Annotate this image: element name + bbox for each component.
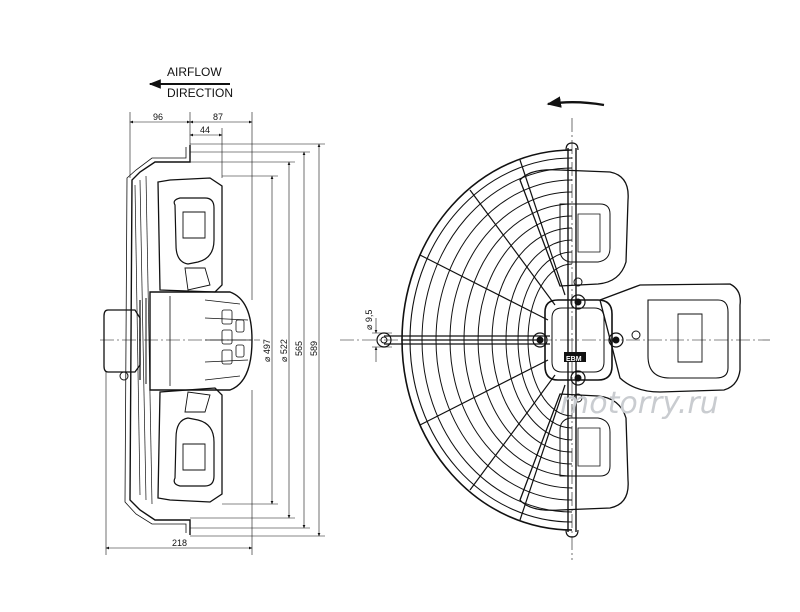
ebm-logo: EBM xyxy=(566,356,582,363)
dim-522: ⌀ 522 xyxy=(279,339,289,362)
rotation-arrow xyxy=(546,96,605,108)
watermark: motorry.ru xyxy=(560,386,719,421)
front-view xyxy=(340,96,770,560)
labels: AIRFLOW DIRECTION 96 87 44 218 ⌀ 497 ⌀ 5… xyxy=(153,65,719,548)
direction-label: DIRECTION xyxy=(167,86,233,100)
dim-9-5: ⌀ 9,5 xyxy=(364,310,374,330)
dim-565: 565 xyxy=(294,341,304,356)
dim-87: 87 xyxy=(213,112,223,122)
dim-44: 44 xyxy=(200,125,210,135)
dim-96: 96 xyxy=(153,112,163,122)
dim-589: 589 xyxy=(309,341,319,356)
blade-right xyxy=(599,283,741,393)
blade-upper xyxy=(157,177,223,293)
side-view xyxy=(100,79,325,555)
airflow-label: AIRFLOW xyxy=(167,65,222,79)
fan-guard xyxy=(376,142,579,538)
dim-497: ⌀ 497 xyxy=(262,339,272,362)
blade-top xyxy=(519,169,629,287)
motor-hub xyxy=(532,277,641,403)
blade-lower xyxy=(157,387,223,503)
blade-bottom xyxy=(519,393,629,511)
dim-218: 218 xyxy=(172,538,187,548)
